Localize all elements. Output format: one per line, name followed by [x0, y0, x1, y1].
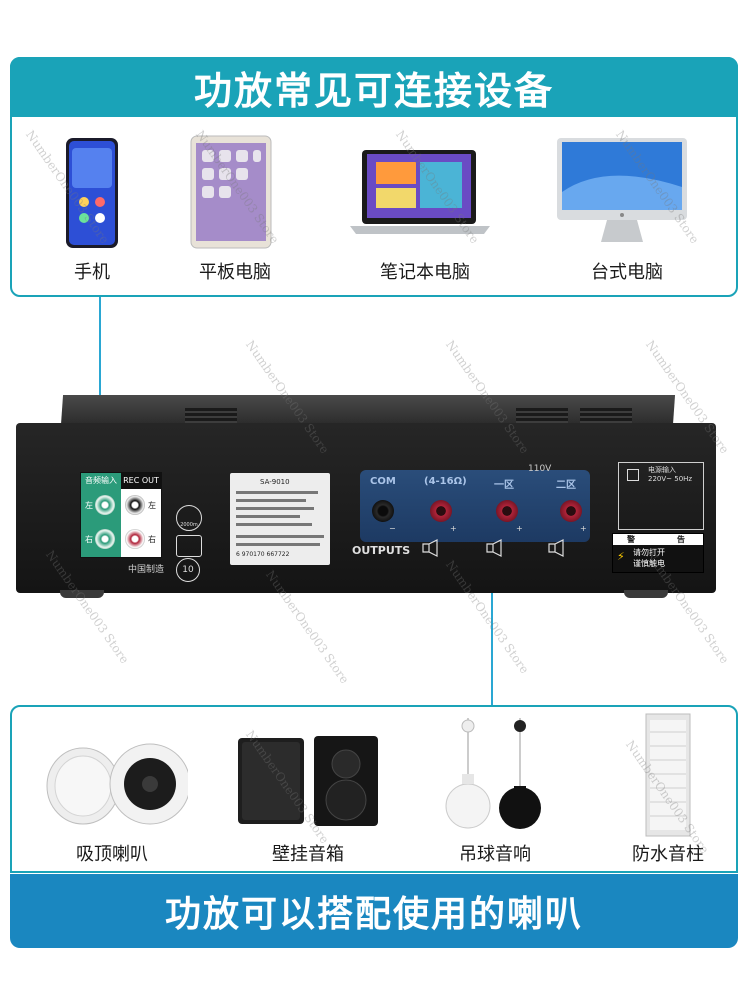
device-label-tablet: 平板电脑 — [199, 262, 271, 283]
plus-sign: + — [450, 524, 457, 533]
outputs-label: OUTPUTS — [352, 544, 411, 557]
warning-label: 警 告 ⚡ 请勿打开 谨慎触电 — [612, 533, 704, 573]
laptop-icon — [350, 150, 490, 234]
dry-location-icon — [176, 535, 202, 557]
rec-out-jack-right[interactable] — [125, 529, 145, 549]
terminal-4-16-ohm[interactable] — [430, 500, 452, 522]
zone1-label: 一区 — [494, 480, 514, 491]
input-right-label: 右 — [85, 535, 93, 544]
speaker-outputs-panel — [360, 470, 590, 542]
speaker-label-ceiling: 吸顶喇叭 — [76, 844, 148, 865]
com-terminal[interactable] — [372, 500, 394, 522]
com-label: COM — [370, 476, 396, 487]
rec-out-head: REC OUT — [121, 473, 161, 489]
power-socket-icon — [627, 469, 639, 481]
rec-left-label: 左 — [148, 501, 156, 510]
top-title: 功放常见可连接设备 — [193, 68, 554, 113]
wall-speaker-icon — [238, 736, 378, 826]
minus-sign: − — [389, 524, 396, 533]
audio-input-head: 音频输入 — [81, 473, 121, 489]
connector-line-output — [491, 560, 493, 706]
eco-period-icon: 10 — [176, 558, 200, 582]
device-label-phone: 手机 — [74, 262, 110, 283]
rec-out-jack-left[interactable] — [125, 495, 145, 515]
device-label-laptop: 笔记本电脑 — [380, 262, 470, 283]
power-input-text: 电源输入 220V~ 50Hz — [648, 466, 693, 483]
speaker-label-pendant: 吊球音响 — [459, 844, 531, 865]
top-banner: 功放常见可连接设备 — [10, 57, 738, 117]
amplifier-foot — [624, 590, 668, 598]
terminal-zone1[interactable] — [496, 500, 518, 522]
pendant-ball-speaker-icon — [445, 718, 541, 829]
power-input-area — [618, 462, 704, 530]
terminal-zone2[interactable] — [560, 500, 582, 522]
plus-sign: + — [516, 524, 523, 533]
tablet-icon — [190, 135, 272, 249]
made-in-china: 中国制造 — [128, 565, 165, 575]
model-number: SA-9010 — [260, 478, 290, 486]
device-label-desktop: 台式电脑 — [591, 262, 663, 283]
phone-icon — [66, 138, 118, 248]
phone-image — [32, 132, 192, 256]
barcode-number: 6 970170 667722 — [236, 551, 290, 558]
lightning-icon: ⚡ — [617, 550, 625, 563]
laptop-image — [340, 132, 500, 256]
desktop-image — [545, 132, 705, 256]
speaker-symbols-icon — [422, 539, 564, 557]
input-jack-left[interactable] — [95, 495, 115, 515]
input-left-label: 左 — [85, 501, 93, 510]
tablet-image — [155, 132, 315, 256]
speaker-label-wall: 壁挂音箱 — [272, 844, 344, 865]
impedance-label: (4-16Ω) — [424, 476, 467, 487]
ceiling-speaker-icon — [46, 743, 188, 825]
input-jack-right[interactable] — [95, 529, 115, 549]
plus-sign: + — [580, 524, 587, 533]
speaker-label-column: 防水音柱 — [632, 844, 704, 865]
desktop-computer-icon — [557, 138, 687, 242]
connector-line-input — [99, 297, 101, 475]
waterproof-column-speaker-icon — [645, 713, 691, 837]
altitude-cert-icon: 2000m — [176, 505, 202, 531]
bottom-banner: 功放可以搭配使用的喇叭 — [10, 874, 738, 948]
rec-right-label: 右 — [148, 535, 156, 544]
specification-label: SA-9010 6 970170 667722 — [230, 473, 330, 565]
amplifier-foot — [60, 590, 104, 598]
bottom-title: 功放可以搭配使用的喇叭 — [164, 894, 583, 935]
zone2-label: 二区 — [556, 480, 576, 491]
audio-input-panel: 音频输入 REC OUT 左 右 左 右 — [80, 472, 162, 558]
voltage-label: 110V — [528, 464, 552, 474]
